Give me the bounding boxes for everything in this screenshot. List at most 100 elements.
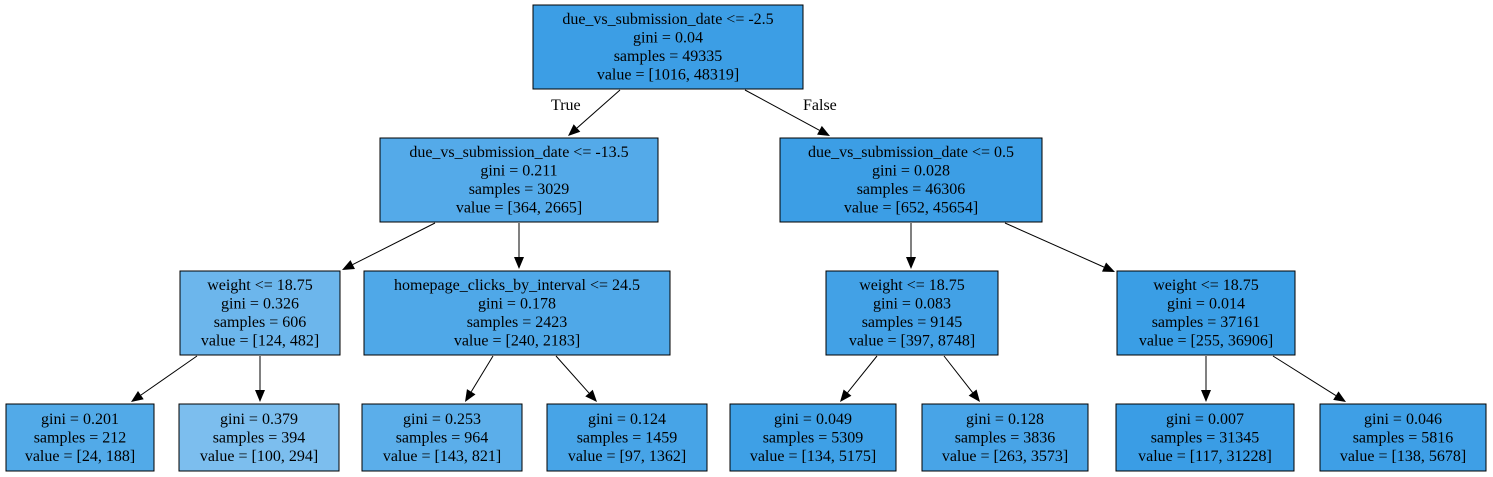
edge-line [1272,355,1337,397]
edge-arrowhead [817,125,830,136]
node-gini: gini = 0.04 [633,30,703,47]
node-value: value = [100, 294] [200,448,318,465]
edge-arrowhead [514,257,524,269]
node-value: value = [652, 45654] [844,200,978,217]
edge-arrowhead [568,124,581,136]
tree-edge-n4-n10 [555,355,597,402]
node-box [5,403,155,472]
node-samples: samples = 2423 [467,314,568,331]
node-value: value = [240, 2183] [454,333,580,350]
tree-edge-n6-n14 [1272,355,1346,402]
edge-arrowhead [840,389,852,402]
edge-line [140,355,198,396]
node-box [179,270,341,356]
node-samples: samples = 37161 [1152,314,1261,331]
node-samples: samples = 212 [34,429,127,446]
edge-arrowhead [342,260,355,270]
node-gini: gini = 0.379 [220,411,298,428]
node-box [1319,403,1487,472]
edge-arrowhead [1102,262,1115,272]
node-samples: samples = 606 [214,314,307,331]
node-gini: gini = 0.178 [478,296,556,313]
edge-line [470,355,494,393]
edge-line [555,355,590,394]
tree-edge-n2-n5 [906,223,916,269]
tree-edge-n5-n11 [840,355,878,402]
node-value: value = [97, 1362] [568,448,686,465]
node-box [1115,403,1295,472]
node-gini: gini = 0.201 [41,411,119,428]
edge-line [1004,222,1105,268]
node-samples: samples = 964 [396,429,489,446]
node-split-condition: due_vs_submission_date <= 0.5 [808,144,1014,161]
tree-edge-n0-n1: True [551,89,621,136]
edge-line [576,89,621,129]
node-box [363,270,671,356]
node-samples: samples = 49335 [614,48,723,65]
edge-arrowhead [255,390,265,402]
tree-edge-n2-n6 [1004,222,1115,272]
edge-line [943,355,973,393]
node-box [729,403,897,472]
node-value: value = [397, 8748] [849,333,975,350]
node-value: value = [1016, 48319] [597,67,739,84]
node-value: value = [364, 2665] [456,200,582,217]
node-gini: gini = 0.326 [221,296,299,313]
node-value: value = [138, 5678] [1340,448,1466,465]
tree-edge-n0-n2: False [744,89,837,136]
node-value: value = [124, 482] [201,333,319,350]
edge-line [744,89,820,131]
edge-label-true: True [551,97,581,114]
node-split-condition: homepage_clicks_by_interval <= 24.5 [394,277,640,294]
node-value: value = [24, 188] [25,448,135,465]
tree-edge-n6-n13 [1201,356,1211,402]
node-gini: gini = 0.253 [403,411,481,428]
node-box [546,403,708,472]
node-box [532,4,804,90]
node-samples: samples = 394 [213,429,306,446]
node-samples: samples = 46306 [857,181,966,198]
node-samples: samples = 5309 [763,429,864,446]
node-value: value = [263, 3573] [942,448,1068,465]
node-value: value = [255, 36906] [1139,333,1273,350]
node-value: value = [117, 31228] [1138,448,1272,465]
edge-arrowhead [906,257,916,269]
node-gini: gini = 0.046 [1364,411,1442,428]
node-samples: samples = 9145 [862,314,963,331]
node-gini: gini = 0.014 [1167,296,1245,313]
tree-edge-n5-n12 [943,355,980,402]
tree-edge-n4-n9 [465,355,494,402]
node-split-condition: due_vs_submission_date <= -2.5 [562,11,773,28]
node-box [379,137,659,223]
node-samples: samples = 3029 [469,181,570,198]
tree-node-n4: homepage_clicks_by_interval <= 24.5 gini … [363,270,671,356]
edge-line [847,355,878,393]
node-value: value = [143, 821] [383,448,501,465]
tree-edge-n3-n8 [255,356,265,402]
tree-edge-n1-n4 [514,223,524,269]
node-samples: samples = 5816 [1353,429,1454,446]
edge-line [352,222,436,266]
node-box [1116,270,1296,356]
edge-arrowhead [465,389,476,402]
node-samples: samples = 3836 [955,429,1056,446]
node-samples: samples = 1459 [577,429,678,446]
edge-arrowhead [131,391,144,402]
node-split-condition: due_vs_submission_date <= -13.5 [409,144,628,161]
node-gini: gini = 0.128 [966,411,1044,428]
edge-label-false: False [803,97,837,114]
node-gini: gini = 0.007 [1166,411,1244,428]
edge-arrowhead [1333,391,1346,402]
node-gini: gini = 0.124 [588,411,666,428]
